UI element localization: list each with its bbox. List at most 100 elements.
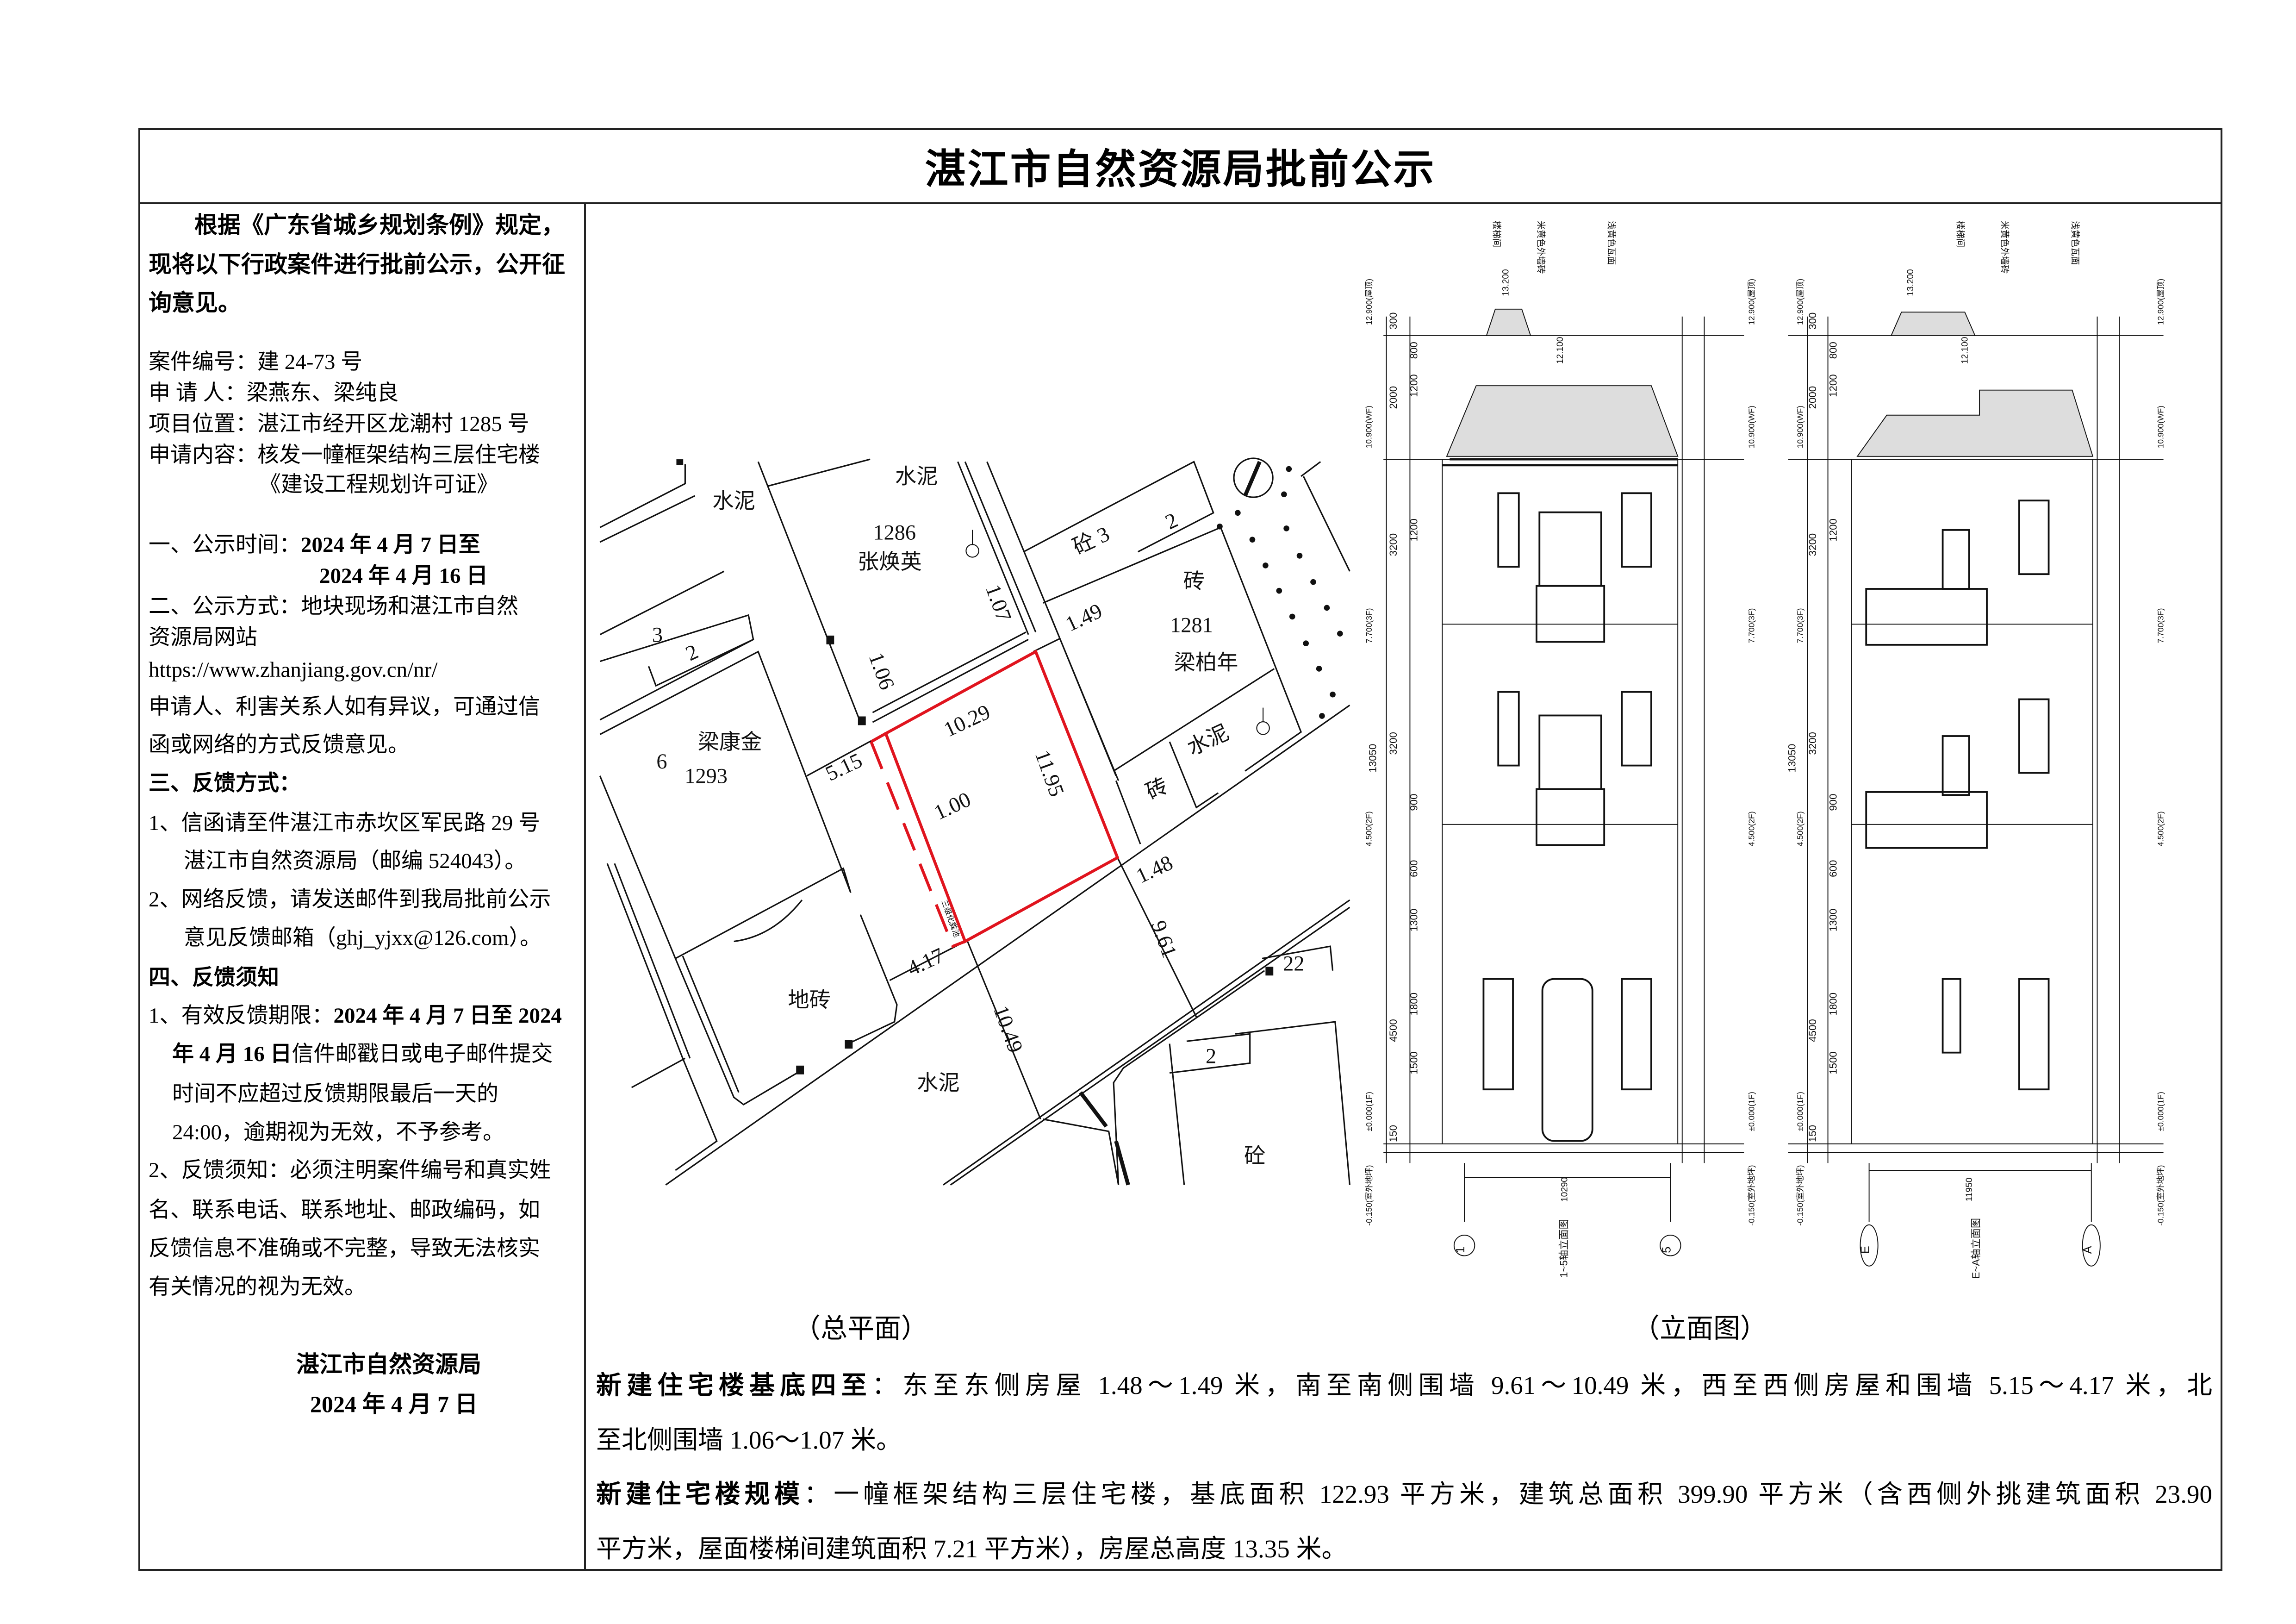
elevation-e-a [1788, 312, 2164, 1267]
level-label-left: ±0.000(1F) [1796, 1092, 1805, 1131]
site-plan-label: 22 [1283, 952, 1304, 976]
overhang-line [870, 732, 966, 949]
boundary-label: 新建住宅楼基底四至 [596, 1371, 872, 1399]
site-plan-label: 砖 [1142, 774, 1171, 805]
dimension-label: 800 [1408, 342, 1419, 359]
dimension-label: 600 [1408, 860, 1419, 877]
dimension-label: 1300 [1408, 909, 1419, 932]
site-plan-label: 1293 [684, 765, 728, 788]
notice-text: 2024 年 4 月 7 日至 [301, 533, 480, 557]
site-plan-label: 4.17 [904, 943, 948, 981]
site-plan-label: 5.15 [822, 749, 866, 786]
material-note: 楼梯间 [1492, 221, 1502, 247]
site-plan-label: 2 [1162, 508, 1182, 534]
dimension-label: 1800 [1408, 993, 1419, 1016]
elevation-mark: 13.200 [1906, 269, 1916, 296]
notice-line: 名、联系电话、联系地址、邮政编码，如 [149, 1199, 540, 1221]
notice-text: 24:00，逾期视为无效，不予参考。 [172, 1120, 505, 1144]
site-plan-caption: （总平面） [793, 1313, 928, 1343]
site-plan-label: 水泥 [917, 1071, 960, 1095]
notice-line: 反馈信息不准确或不完整，导致无法核实 [149, 1238, 540, 1260]
notice-text: 四、反馈须知 [149, 966, 279, 990]
elevation-mark: 13.200 [1501, 269, 1511, 296]
dimension-label: 1200 [1408, 374, 1419, 397]
page-title: 湛江市自然资源局批前公示 [925, 147, 1436, 193]
notice-text: 年 4 月 16 日 [172, 1042, 292, 1066]
elevation-caption: （立面图） [1632, 1313, 1767, 1343]
level-label-left: 10.900(WF) [1364, 406, 1374, 448]
notice-text: 反馈信息不准确或不完整，导致无法核实 [149, 1237, 540, 1261]
dimension-label: 13050 [1367, 744, 1378, 773]
notice-line: 2024 年 4 月 16 日 [319, 565, 488, 587]
level-label-right: 12.900(屋顶) [1747, 279, 1756, 325]
dimension-label: 2000 [1807, 386, 1818, 409]
notice-text: 函或网络的方式反馈意见。 [149, 733, 410, 757]
dimension-label: 900 [1408, 794, 1419, 811]
site-plan-label: 11.95 [1030, 747, 1069, 800]
dimension-label: 1500 [1408, 1051, 1419, 1074]
material-note: 浅黄色瓦面 [1606, 221, 1617, 265]
level-label-left: -0.150(室外地坪) [1796, 1165, 1805, 1226]
level-label-left: 7.700(3F) [1364, 608, 1374, 643]
elevation-1-5 [1383, 308, 1744, 1256]
notice-text: 1、信函请至件湛江市赤坎区军民路 29 号 [149, 811, 540, 835]
elevation-drawings: 楼梯间米黄色外墙砖浅黄色瓦面13.20012.10012.900(屋顶)12.9… [1364, 221, 2165, 1279]
site-plan-label: 梁康金 [698, 731, 762, 754]
notice-text: 三、反馈方式： [149, 771, 301, 795]
site-plan-label: 1.07 [981, 581, 1016, 625]
title-divider [138, 202, 2222, 204]
site-plan-label: 3 [652, 624, 663, 647]
notice-text: 《建设工程规划许可证》 [259, 473, 498, 497]
notice-text: 2024 年 4 月 7 日 [310, 1391, 478, 1417]
notice-line: 1、信函请至件湛江市赤坎区军民路 29 号 [149, 812, 540, 834]
dimension-label: 1200 [1828, 518, 1839, 542]
notice-line: 申 请 人：梁燕东、梁纯良 [149, 382, 399, 404]
notice-text: 湛江市自然资源局（邮编 524043）。 [184, 849, 527, 873]
level-label-left: -0.150(室外地坪) [1364, 1165, 1374, 1226]
dimension-label: 1200 [1828, 374, 1839, 397]
notice-text: 名、联系电话、联系地址、邮政编码，如 [149, 1198, 540, 1222]
overall-width: 10290 [1560, 1177, 1570, 1202]
site-plan-label: 水泥 [712, 489, 755, 513]
elevation-title: 1~5轴立面图 [1558, 1219, 1570, 1278]
notice-text: 现将以下行政案件进行批前公示，公开征 [149, 251, 565, 277]
notice-line: 案件编号：建 24-73 号 [149, 351, 362, 373]
notice-line: 三、反馈方式： [149, 773, 301, 794]
notice-text: 1、有效反馈期限： [149, 1004, 334, 1028]
scale-text: ：一幢框架结构三层住宅楼，基底面积 122.93 平方米，建筑总面积 399.9… [804, 1480, 2212, 1508]
notice-frame [138, 128, 2222, 1571]
notice-line: 询意见。 [149, 291, 241, 314]
notice-text: 时间不应超过反馈期限最后一天的 [172, 1082, 498, 1106]
dimension-label: 3200 [1807, 732, 1818, 755]
site-plan-label: 1.00 [931, 787, 975, 824]
site-plan-label: 1281 [1170, 614, 1213, 637]
site-boundary [884, 650, 1120, 944]
notice-line: 四、反馈须知 [149, 967, 279, 989]
notice-line: 24:00，逾期视为无效，不予参考。 [172, 1122, 504, 1143]
site-plan-label: 砖 [1183, 570, 1205, 593]
notice-text: 意见反馈邮箱（ghj_yjxx@126.com）。 [184, 926, 542, 950]
dimension-label: 3200 [1388, 732, 1399, 755]
level-label-right: 12.900(屋顶) [2156, 279, 2165, 325]
notice-line: 现将以下行政案件进行批前公示，公开征 [149, 253, 565, 276]
notice-line: 申请内容：核发一幢框架结构三层住宅楼 [149, 444, 540, 466]
boundary-text: ：东至东侧房屋 1.48～1.49 米，南至南侧围墙 9.61～10.49 米，… [871, 1371, 2212, 1399]
site-plan-label: 1.48 [1132, 851, 1176, 888]
notice-line: 有关情况的视为无效。 [149, 1276, 366, 1298]
dimension-label: 800 [1828, 342, 1839, 359]
overall-width: 11950 [1965, 1178, 1974, 1202]
notice-line: 2、反馈须知：必须注明案件编号和真实姓 [149, 1160, 551, 1181]
notice-text: 申请人、利害关系人如有异议，可通过信 [149, 695, 540, 719]
notice-text: 一、公示时间： [149, 533, 301, 557]
axis-marker-right: A [2081, 1246, 2094, 1254]
notice-line: 申请人、利害关系人如有异议，可通过信 [149, 696, 540, 718]
level-label-left: 12.900(屋顶) [1796, 279, 1805, 325]
dimension-label: 3200 [1807, 533, 1818, 556]
site-plan-label: 水泥 [1184, 721, 1232, 760]
level-label-right: -0.150(室外地坪) [1747, 1165, 1756, 1226]
level-label-right: 7.700(3F) [2156, 608, 2165, 643]
notice-line: 1、有效反馈期限：2024 年 4 月 7 日至 2024 [149, 1005, 562, 1027]
notice-line: 根据《广东省城乡规划条例》规定， [194, 213, 565, 237]
elevation-mark: 12.100 [1556, 337, 1565, 364]
